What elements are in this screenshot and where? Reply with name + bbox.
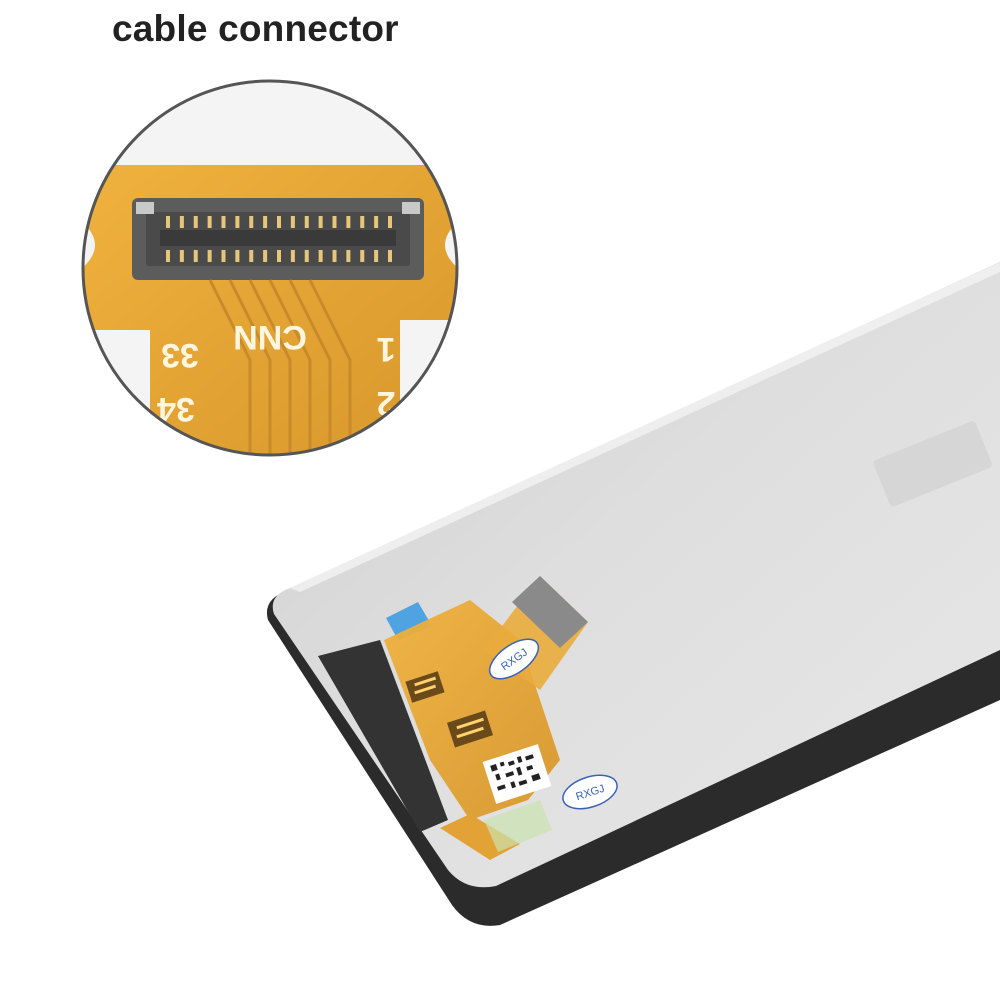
connector-pin bbox=[346, 216, 351, 228]
connector-pin bbox=[388, 250, 392, 262]
connector-pin bbox=[304, 216, 309, 228]
connector-pin bbox=[263, 216, 268, 228]
connector-pin bbox=[318, 250, 323, 262]
connector-pin bbox=[193, 216, 198, 228]
connector-pin bbox=[249, 216, 254, 228]
connector-pin bbox=[346, 250, 351, 262]
connector-pin bbox=[249, 250, 254, 262]
connector-pin bbox=[318, 216, 323, 228]
connector-pin bbox=[290, 216, 295, 228]
connector-pin bbox=[374, 250, 379, 262]
connector-pin bbox=[374, 216, 379, 228]
connector-pin bbox=[277, 216, 281, 228]
connector-zoom-inset: CNN 33 34 1 2 bbox=[81, 79, 459, 457]
connector-pin bbox=[235, 250, 240, 262]
connector-pin bbox=[263, 250, 268, 262]
connector-pin bbox=[166, 216, 170, 228]
connector-pin bbox=[332, 250, 337, 262]
connector-pin bbox=[332, 216, 337, 228]
page-title: cable connector bbox=[112, 8, 399, 49]
connector-pin bbox=[290, 250, 295, 262]
connector-pins-bottom bbox=[166, 250, 392, 262]
connector-pin bbox=[179, 250, 184, 262]
connector-pin bbox=[235, 216, 240, 228]
connector-pin bbox=[277, 250, 281, 262]
connector-pin bbox=[221, 216, 226, 228]
connector-pins-top bbox=[166, 216, 392, 228]
pcb-label-pin-end: 33 bbox=[161, 336, 199, 374]
connector-pin bbox=[360, 250, 365, 262]
pcb-label-connector: CNN bbox=[233, 318, 307, 356]
connector-pin bbox=[360, 216, 365, 228]
connector-pin bbox=[207, 216, 212, 228]
connector-pin bbox=[193, 250, 198, 262]
connector-pin bbox=[179, 216, 184, 228]
connector-pin bbox=[221, 250, 226, 262]
connector-pin bbox=[388, 216, 392, 228]
pcb-label-pin-start: 1 bbox=[377, 330, 396, 368]
connector-pin bbox=[304, 250, 309, 262]
connector-pin bbox=[166, 250, 170, 262]
sticker-lower: RXGJ bbox=[562, 774, 618, 810]
connector-pin bbox=[207, 250, 212, 262]
sticker-upper: RXGJ bbox=[488, 638, 540, 680]
